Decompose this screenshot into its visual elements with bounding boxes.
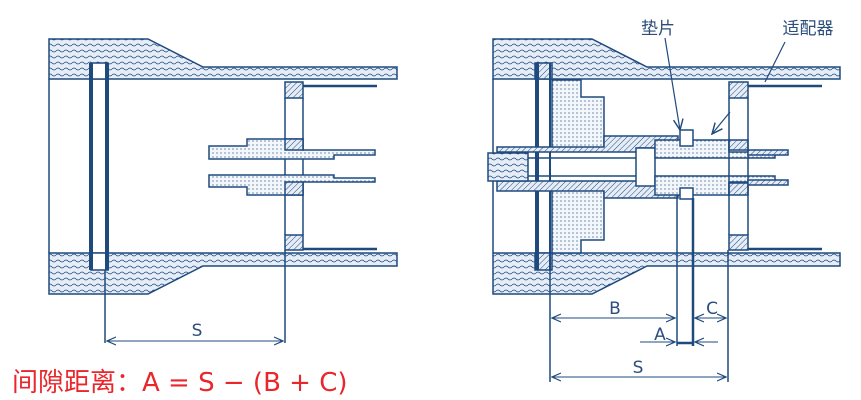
seal-bottom <box>284 234 304 251</box>
dimension-b-label: B <box>609 299 621 319</box>
dimension-s-label: S <box>633 358 644 378</box>
shim-top <box>679 129 694 147</box>
dimension-a-label: A <box>654 325 666 345</box>
adapter-leader <box>764 41 786 83</box>
dimension-c-label: C <box>706 299 718 319</box>
shim-leader <box>664 37 680 130</box>
right-diagram <box>487 37 841 382</box>
gap-distance-formula: 间隙距离：A = S − (B + C) <box>12 368 348 398</box>
shim-bottom <box>679 187 694 200</box>
seal-top <box>284 81 304 99</box>
adapter-callout: 适配器 <box>783 19 834 39</box>
bell-body-bottom <box>48 252 398 295</box>
flange-bottom <box>551 185 605 254</box>
dimension-s-label: S <box>192 321 203 341</box>
shim-callout: 垫片 <box>641 19 675 39</box>
bell-body-bottom <box>492 252 841 295</box>
left-diagram <box>48 38 398 343</box>
center-plug <box>487 152 529 182</box>
flange-top <box>551 79 605 149</box>
